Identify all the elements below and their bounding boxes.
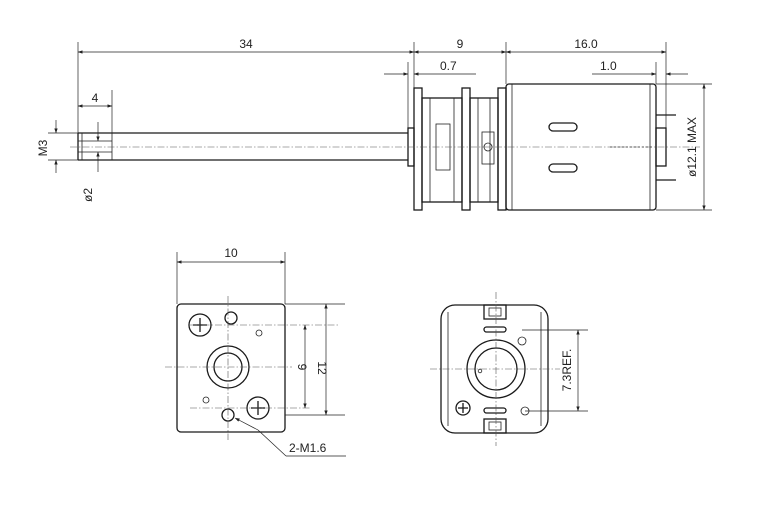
side-view: 34 9 16.0 0.7 1.0 4 M3 ø2 ø12.1 MAX <box>36 37 712 211</box>
terminal-top <box>483 304 507 320</box>
rear-small-hole-1 <box>517 336 527 346</box>
dim-hole-pitch: 9 <box>295 364 309 371</box>
dim-front-height: 12 <box>315 361 329 375</box>
dim-motor-dia: ø12.1 MAX <box>685 117 699 177</box>
leader-holes <box>257 429 287 457</box>
rear-screw <box>455 400 471 416</box>
mount-hole-top-right <box>224 311 238 325</box>
small-hole-2 <box>202 396 210 404</box>
dim-ref: 7.3REF. <box>560 349 574 392</box>
front-view: 10 9 12 2-M1.6 <box>165 246 346 457</box>
dim-front-width: 10 <box>224 246 238 260</box>
dim-thread: M3 <box>36 139 50 156</box>
dim-motor-length: 16.0 <box>574 37 598 51</box>
slot-top <box>483 326 507 333</box>
slot-bottom <box>483 407 507 414</box>
dim-overall-length: 34 <box>239 37 253 51</box>
dim-gearbox-length: 9 <box>457 37 464 51</box>
front-plate <box>176 303 286 433</box>
gearbox <box>413 87 507 211</box>
dim-terminal: 1.0 <box>600 59 617 73</box>
dim-shaft-flat: 4 <box>92 91 99 105</box>
terminal-bottom <box>483 418 507 434</box>
rear-view: 7.3REF. <box>430 292 588 446</box>
small-hole-1 <box>255 329 263 337</box>
callout-holes: 2-M1.6 <box>289 441 327 455</box>
output-shaft <box>77 127 415 167</box>
dim-shaft-dia: ø2 <box>81 188 95 202</box>
dim-plate: 0.7 <box>440 59 457 73</box>
